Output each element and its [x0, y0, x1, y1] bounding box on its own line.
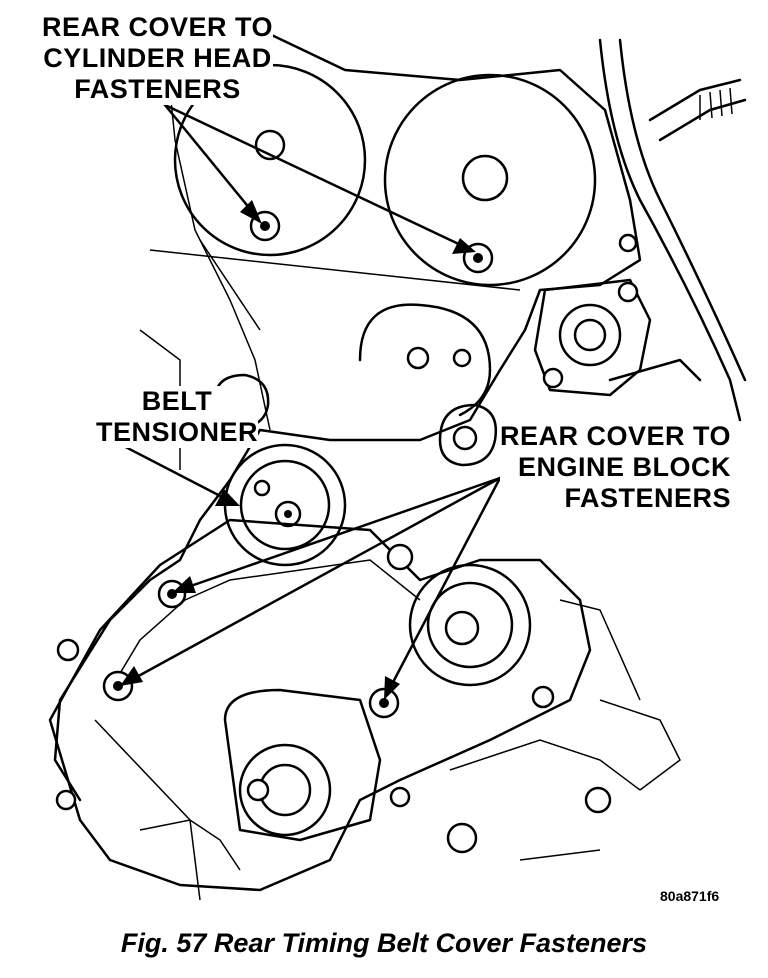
- arrow-to-right-cam-bolt: [163, 103, 467, 249]
- lower-cover: [48, 518, 592, 892]
- crankshaft-sprocket: [408, 563, 532, 687]
- callout-line: FASTENERS: [564, 483, 732, 513]
- idler-mount: [358, 303, 492, 417]
- block-fastener-center: [368, 687, 400, 719]
- callout-line: CYLINDER HEAD: [43, 43, 272, 73]
- wiring-harness: [598, 38, 747, 422]
- leader-arrows: [110, 103, 502, 700]
- belt-tensioner: [213, 373, 347, 567]
- arrow-to-center-block-bolt: [388, 476, 502, 690]
- callout-rear-cover-to-cylinder-head-fasteners: REAR COVER TO CYLINDER HEAD FASTENERS: [42, 12, 274, 105]
- water-outlet: [533, 278, 652, 397]
- rear-cover-inner-edge: [164, 39, 271, 431]
- callout-line: BELT: [141, 386, 213, 416]
- callout-belt-tensioner: BELT TENSIONER: [96, 386, 259, 448]
- callout-line: ENGINE BLOCK: [518, 452, 732, 482]
- callout-line: REAR COVER TO: [500, 421, 732, 451]
- misc-bolts: [55, 233, 638, 854]
- lower-block-detail: [139, 599, 681, 871]
- figure-caption: Fig. 57 Rear Timing Belt Cover Fasteners: [120, 928, 648, 958]
- figure-code: 80a871f6: [660, 888, 720, 904]
- rear-cover-outline: [53, 18, 642, 802]
- callout-line: TENSIONER: [96, 417, 259, 447]
- arrow-to-upper-left-block-bolt: [183, 476, 502, 590]
- arrow-to-tensioner: [110, 438, 230, 502]
- arrow-to-left-cam-bolt: [163, 103, 257, 217]
- arrow-to-lower-left-block-bolt: [131, 476, 502, 681]
- callout-line: REAR COVER TO: [42, 12, 274, 42]
- callout-rear-cover-to-engine-block-fasteners: REAR COVER TO ENGINE BLOCK FASTENERS: [500, 421, 732, 514]
- upper-block-fastener: [438, 403, 498, 467]
- right-camshaft-sprocket: [383, 73, 597, 287]
- oil-pump-boss: [223, 688, 382, 842]
- callout-line: FASTENERS: [74, 74, 241, 104]
